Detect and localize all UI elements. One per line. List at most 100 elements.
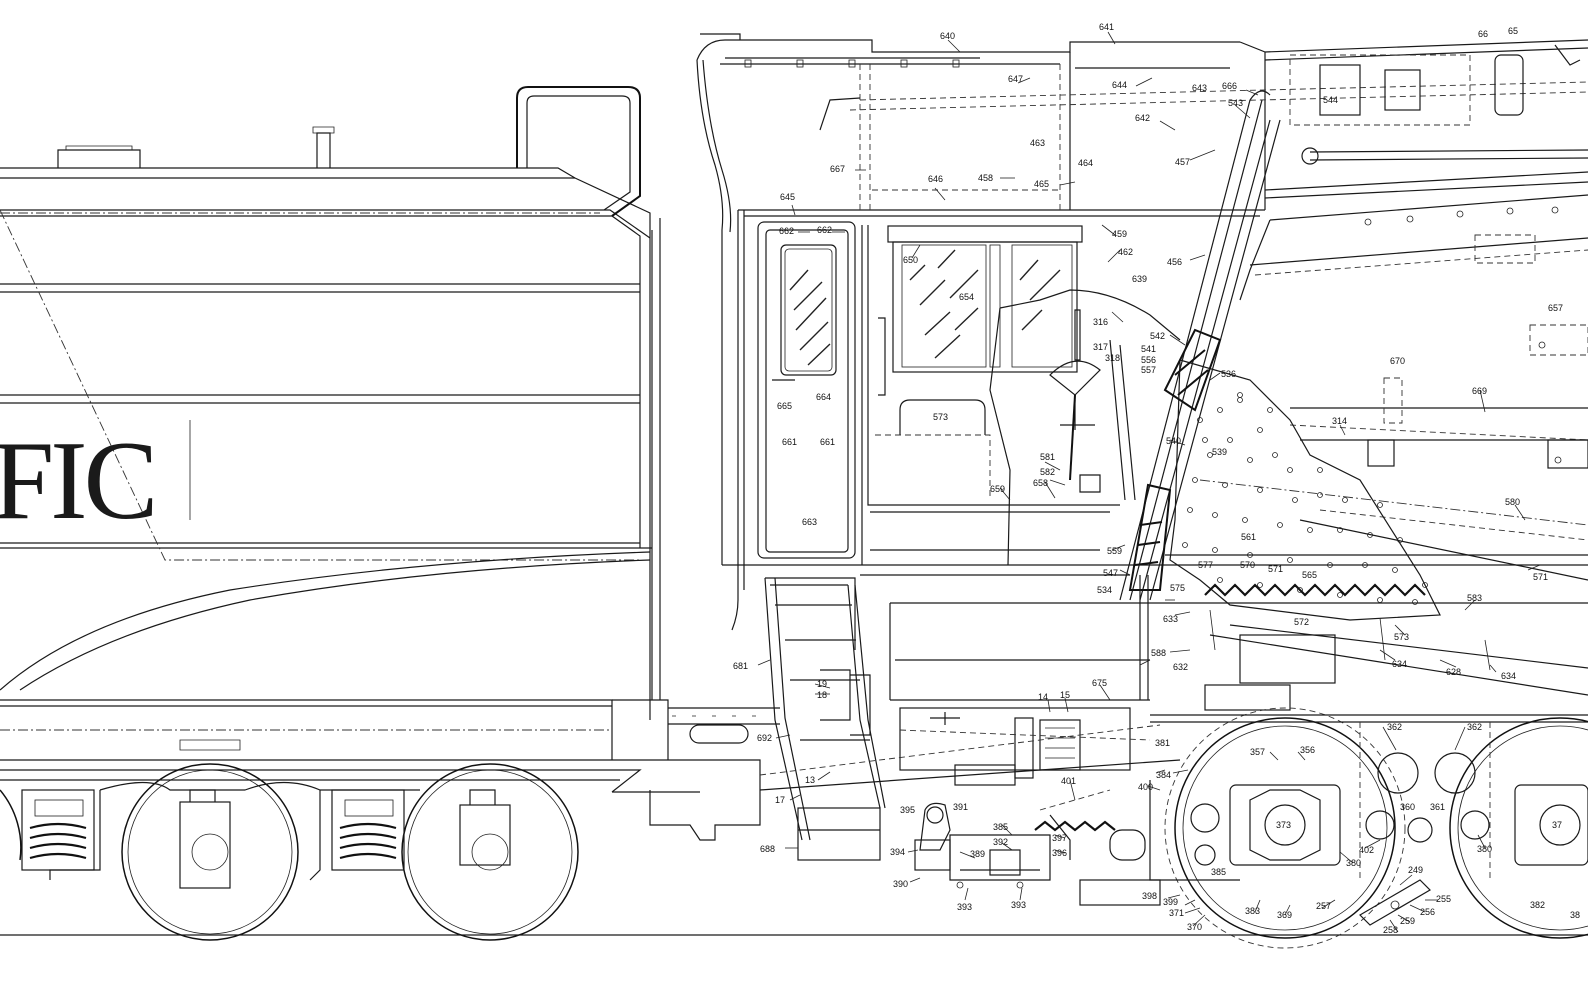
callout-label: 392 (993, 837, 1008, 847)
callout-label: 572 (1294, 617, 1309, 627)
perforated-plate (1169, 359, 1441, 621)
callout-label: 642 (1135, 113, 1150, 123)
callout-label: 575 (1170, 583, 1185, 593)
callout-label: 390 (893, 879, 908, 889)
callout-label: 583 (1467, 593, 1482, 603)
callout-label: 255 (1436, 894, 1451, 904)
callout-label: 681 (733, 661, 748, 671)
callout-label: 462 (1118, 247, 1133, 257)
callout-label: 15 (1060, 690, 1070, 700)
callout-label: 556 (1141, 355, 1156, 365)
callout-label: 641 (1099, 22, 1114, 32)
callout-label: 381 (1155, 738, 1170, 748)
callout-label: 650 (903, 255, 918, 265)
callout-label: 399 (1163, 897, 1178, 907)
callout-label: 463 (1030, 138, 1045, 148)
callout-label: 362 (1387, 722, 1402, 732)
callout-label: 456 (1167, 257, 1182, 267)
callout-label: 634 (1501, 671, 1516, 681)
boiler-ladder (1119, 90, 1281, 601)
callout-label: 400 (1138, 782, 1153, 792)
callout-label: 557 (1141, 365, 1156, 375)
cab-lower-machinery (759, 707, 1181, 889)
callout-label: 402 (1359, 845, 1374, 855)
callout-label: 17 (775, 795, 785, 805)
callout-label: 380 (1346, 858, 1361, 868)
callout-label: 661 (820, 437, 835, 447)
callout-label: 571 (1533, 572, 1548, 582)
callout-label: 314 (1332, 416, 1347, 426)
callout-label: 536 (1221, 369, 1236, 379)
callout-label: 362 (1467, 722, 1482, 732)
callout-label: 393 (957, 902, 972, 912)
callout-label: 561 (1241, 532, 1256, 542)
callout-label: 65 (1508, 26, 1518, 36)
callout-label: 588 (1151, 648, 1166, 658)
tender-lettering: FIC (0, 419, 154, 543)
callout-label: 544 (1323, 95, 1338, 105)
callout-label: 547 (1103, 568, 1118, 578)
callout-label: 257 (1316, 901, 1331, 911)
callout-label: 580 (1505, 497, 1520, 507)
tender-trucks (0, 739, 1588, 941)
callout-label: 356 (1300, 745, 1315, 755)
callout-label: 539 (1212, 447, 1227, 457)
callout-label: 582 (1040, 467, 1055, 477)
callout-label: 639 (1132, 274, 1147, 284)
callout-label: 675 (1092, 678, 1107, 688)
callout-label: 457 (1175, 157, 1190, 167)
callout-label: 577 (1198, 560, 1213, 570)
callout-label: 646 (928, 174, 943, 184)
callout-label: 657 (1548, 303, 1563, 313)
callout-label: 371 (1169, 908, 1184, 918)
callout-label: 662 (779, 226, 794, 236)
leader-lines (757, 31, 1541, 933)
callout-label: 66 (1478, 29, 1488, 39)
callout-label: 571 (1268, 564, 1283, 574)
callout-label: 393 (1011, 900, 1026, 910)
callout-label: 316 (1093, 317, 1108, 327)
callout-label: 401 (1061, 776, 1076, 786)
callout-label: 18 (817, 690, 827, 700)
callout-label: 670 (1390, 356, 1405, 366)
driving-wheels (1079, 707, 1588, 949)
callout-label: 632 (1173, 662, 1188, 672)
callout-label: 384 (1156, 770, 1171, 780)
callout-label: 394 (890, 847, 905, 857)
callout-label: 385 (1211, 867, 1226, 877)
callout-label: 667 (830, 164, 845, 174)
callout-label: 534 (1097, 585, 1112, 595)
callout-label: 541 (1141, 344, 1156, 354)
callout-label: 19 (817, 679, 827, 689)
callout-label: 654 (959, 292, 974, 302)
callout-label: 633 (1163, 614, 1178, 624)
callout-label: 640 (940, 31, 955, 41)
callout-label: 692 (757, 733, 772, 743)
callout-label: 370 (1187, 922, 1202, 932)
callout-label: 658 (1033, 478, 1048, 488)
callout-label: 13 (805, 775, 815, 785)
callout-label: 385 (993, 822, 1008, 832)
callout-label: 542 (1150, 331, 1165, 341)
callout-label: 259 (1400, 916, 1415, 926)
callout-label: 573 (933, 412, 948, 422)
callout-label: 628 (1446, 667, 1461, 677)
callout-label: 464 (1078, 158, 1093, 168)
callout-label: 380 (1477, 844, 1492, 854)
callout-label: 570 (1240, 560, 1255, 570)
callout-label: 565 (1302, 570, 1317, 580)
callout-label: 383 (1245, 906, 1260, 916)
callout-label: 395 (900, 805, 915, 815)
cab (696, 33, 1588, 701)
callout-label: 396 (1052, 848, 1067, 858)
callout-label: 643 (1192, 83, 1207, 93)
callout-label: 391 (953, 802, 968, 812)
callout-label: 389 (970, 849, 985, 859)
callout-label: 373 (1276, 820, 1291, 830)
callout-label: 249 (1408, 865, 1423, 875)
callout-label: 459 (1112, 229, 1127, 239)
callout-labels: 640 641 66 65 647 644 643 666 543 544 64… (733, 22, 1580, 935)
callout-label: 256 (1420, 907, 1435, 917)
callout-label: 37 (1552, 820, 1562, 830)
